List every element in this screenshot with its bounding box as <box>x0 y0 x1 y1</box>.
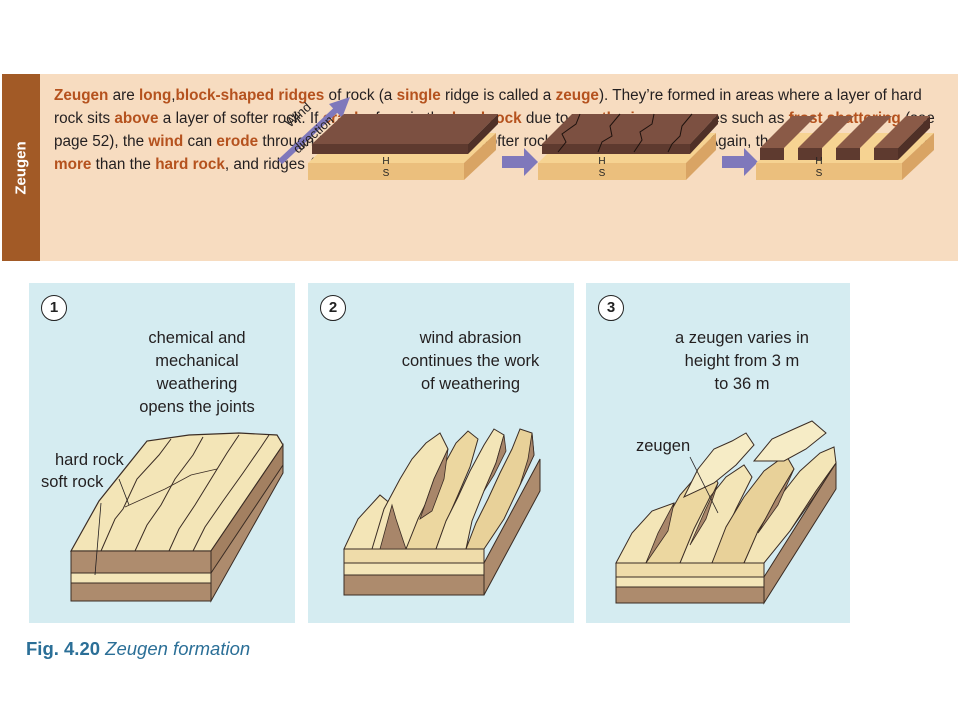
panel-3-caption: a zeugen varies in height from 3 m to 36… <box>652 327 832 396</box>
caption-line: of weathering <box>420 375 521 393</box>
stage-block-intact <box>308 114 498 180</box>
highlighted-term: single <box>396 87 441 104</box>
soft-layer-marker-3: S <box>815 168 823 179</box>
hard-layer-marker-1: H <box>382 156 390 167</box>
hard-layer-marker-2: H <box>598 156 606 167</box>
stage-arrow-2 <box>722 148 758 176</box>
hard-layer-marker-3: H <box>815 156 823 167</box>
highlighted-term: long <box>139 87 172 104</box>
stage-block-ridges <box>756 116 934 180</box>
diagram-panel-2: 2 wind abrasion continues the work of we… <box>308 283 574 623</box>
body-text-run: are <box>108 87 139 104</box>
diagram-panel-1: 1 chemical and mechanical weathering ope… <box>29 283 295 623</box>
hard-rock-label: hard rock <box>55 451 124 469</box>
body-text-run: a layer of softer rock. If <box>158 110 323 127</box>
stage-arrow-1 <box>502 148 538 176</box>
caption-line: mechanical <box>155 352 239 370</box>
body-text-run: , <box>171 87 176 104</box>
highlighted-term: hard rock <box>155 156 225 173</box>
body-text-run: than the <box>91 156 156 173</box>
step-number-3: 3 <box>598 295 624 321</box>
caption-line: opens the joints <box>139 398 255 416</box>
diagram-panel-3: 3 a zeugen varies in height from 3 m to … <box>586 283 850 623</box>
landform-abraded-ridges <box>343 428 541 596</box>
highlighted-term: zeuge <box>555 87 599 104</box>
caption-line: height from 3 m <box>684 352 800 370</box>
soft-layer-marker-1: S <box>382 168 390 179</box>
zeugen-label: zeugen <box>636 437 691 455</box>
figure-number: Fig. 4.20 <box>26 638 101 659</box>
body-text-run: due to <box>521 110 573 127</box>
highlighted-term: erode <box>216 133 259 150</box>
soft-layer-marker-2: S <box>598 168 606 179</box>
step-number-1: 1 <box>41 295 67 321</box>
zeugen-info-panel: Zeugen Zeugen are long,block-shaped ridg… <box>2 74 958 261</box>
highlighted-term: above <box>114 110 159 127</box>
step-number-2: 2 <box>320 295 346 321</box>
soft-rock-label: soft rock <box>41 473 104 491</box>
figure-title: Zeugen formation <box>105 638 251 659</box>
landform-zeugen-ridges <box>615 420 837 605</box>
section-tab: Zeugen <box>2 74 40 261</box>
panel-1-caption: chemical and mechanical weathering opens… <box>117 327 277 419</box>
highlighted-term: block-shaped ridges <box>175 87 325 104</box>
panel-2-caption: wind abrasion continues the work of weat… <box>378 327 563 396</box>
caption-line: a zeugen varies in <box>675 329 809 347</box>
body-text-run: ). They’re formed in areas where a layer… <box>54 87 922 127</box>
body-text-run: . Again, the <box>700 133 782 150</box>
highlighted-term: wind <box>148 133 184 150</box>
figure-caption: Fig. 4.20 Zeugen formation <box>26 638 250 660</box>
highlighted-term: more <box>54 156 92 173</box>
caption-line: continues the work <box>401 352 540 370</box>
stage-block-cracked <box>538 113 718 180</box>
section-tab-label: Zeugen <box>12 140 30 195</box>
caption-line: wind abrasion <box>419 329 522 347</box>
caption-line: to 36 m <box>714 375 770 393</box>
body-text-run: can <box>183 133 217 150</box>
body-text-run: ridge is called a <box>440 87 556 104</box>
caption-line: chemical and <box>148 329 246 347</box>
landform-jointed-block <box>69 432 284 603</box>
zeugen-stage-blocks <box>308 113 934 180</box>
highlighted-term: Zeugen <box>54 87 109 104</box>
caption-line: weathering <box>156 375 238 393</box>
